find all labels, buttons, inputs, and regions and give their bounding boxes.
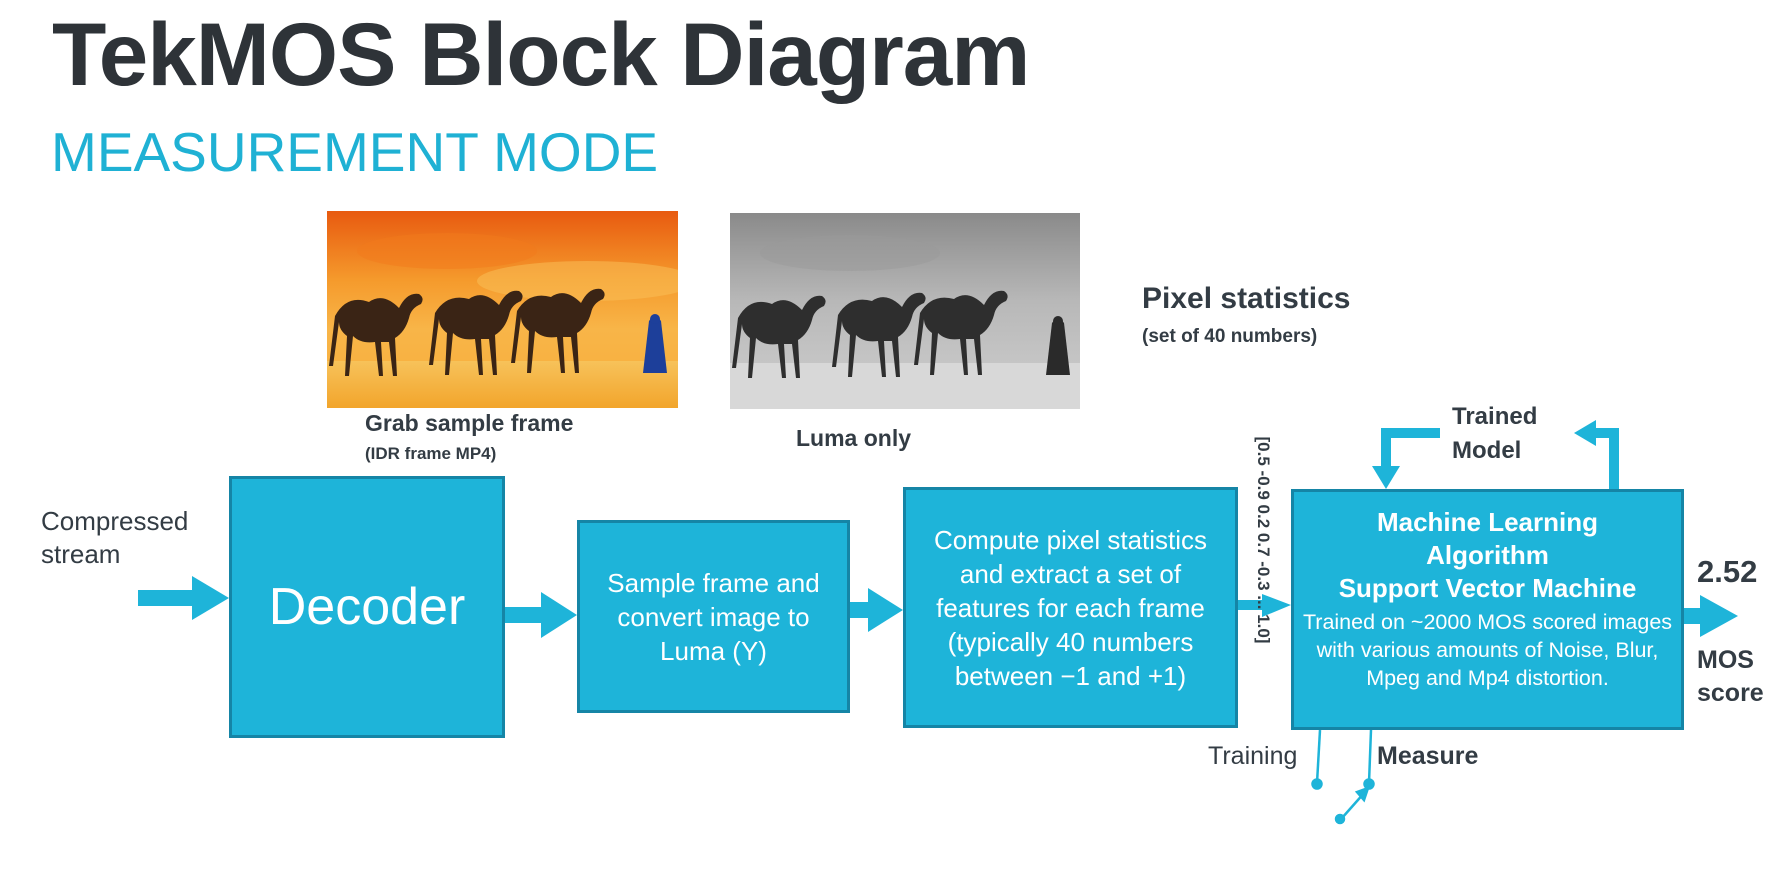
sample-frame-label: Sample frame and convert image to Luma (… (607, 567, 820, 666)
ml-algorithm-block: Machine Learning Algorithm Support Vecto… (1291, 489, 1684, 730)
compute-stats-label: Compute pixel statistics and extract a s… (933, 524, 1208, 691)
trained-model-line1: Trained (1452, 403, 1538, 430)
ml-title: Machine Learning Algorithm Support Vecto… (1339, 506, 1637, 605)
ml-title-line2: Algorithm (1426, 540, 1549, 570)
model-loop-arrow-head (1574, 420, 1596, 446)
decoder-block: Decoder (229, 476, 505, 738)
sample-arrow-shaft (850, 602, 872, 618)
model-feed-arrow-head (1372, 466, 1400, 489)
model-loop-riser (1609, 428, 1619, 489)
measure-switch-line (1367, 729, 1373, 784)
compute-arrow-head (1262, 594, 1291, 617)
luma-frame-image (730, 213, 1080, 409)
grab-frame-sublabel: (IDR frame MP4) (365, 444, 497, 463)
mos-score-label-line1: MOS (1697, 646, 1754, 674)
trained-model-label: Trained Model (1452, 400, 1537, 468)
decoder-arrow-shaft (505, 607, 545, 623)
switch-lever-tip (1354, 785, 1371, 803)
page-subtitle: MEASUREMENT MODE (51, 121, 659, 183)
ml-title-line1: Machine Learning (1376, 507, 1599, 537)
compute-arrow-shaft (1238, 600, 1264, 610)
model-loop-top (1594, 428, 1619, 438)
luma-label: Luma only (796, 425, 912, 451)
input-label-line1: Compressed (41, 506, 189, 536)
page-title: TekMOS Block Diagram (52, 4, 1030, 104)
trained-model-line2: Model (1452, 437, 1522, 464)
mos-score-label: MOS score (1697, 644, 1764, 710)
switch-pivot (1334, 813, 1346, 825)
feature-vector-label: [0.5 -0.9 0.2 0.7 -0.3 ... 1.0] (1248, 437, 1278, 644)
model-feed-drop (1381, 428, 1391, 470)
mos-score-label-line2: score (1697, 679, 1764, 707)
training-switch-line (1315, 729, 1322, 784)
input-arrow-head (192, 576, 229, 620)
pixel-stats-sublabel: (set of 40 numbers) (1142, 326, 1318, 347)
sample-arrow-head (868, 588, 903, 632)
measure-switch-label: Measure (1377, 742, 1479, 770)
decoder-label: Decoder (268, 578, 466, 636)
pixel-stats-label: Pixel statistics (1142, 282, 1351, 315)
output-arrow-shaft (1684, 608, 1704, 624)
mos-score-value: 2.52 (1697, 554, 1758, 589)
decoder-arrow-head (541, 592, 577, 638)
input-label: Compressed stream (41, 505, 188, 571)
color-frame-image (327, 211, 678, 408)
ml-title-line3: Support Vector Machine (1338, 573, 1637, 603)
input-arrow-shaft (138, 590, 194, 606)
training-switch-contact (1311, 778, 1323, 790)
training-switch-label: Training (1208, 742, 1298, 770)
ml-description: Trained on ~2000 MOS scored images with … (1302, 610, 1673, 690)
feature-vector-text: [0.5 -0.9 0.2 0.7 -0.3 ... 1.0] (1254, 436, 1273, 644)
input-label-line2: stream (41, 539, 121, 569)
model-feed-top (1386, 428, 1440, 438)
sample-frame-block: Sample frame and convert image to Luma (… (577, 520, 850, 713)
grab-frame-label: Grab sample frame (365, 410, 574, 436)
compute-stats-block: Compute pixel statistics and extract a s… (903, 487, 1238, 728)
output-arrow-head (1700, 595, 1738, 637)
